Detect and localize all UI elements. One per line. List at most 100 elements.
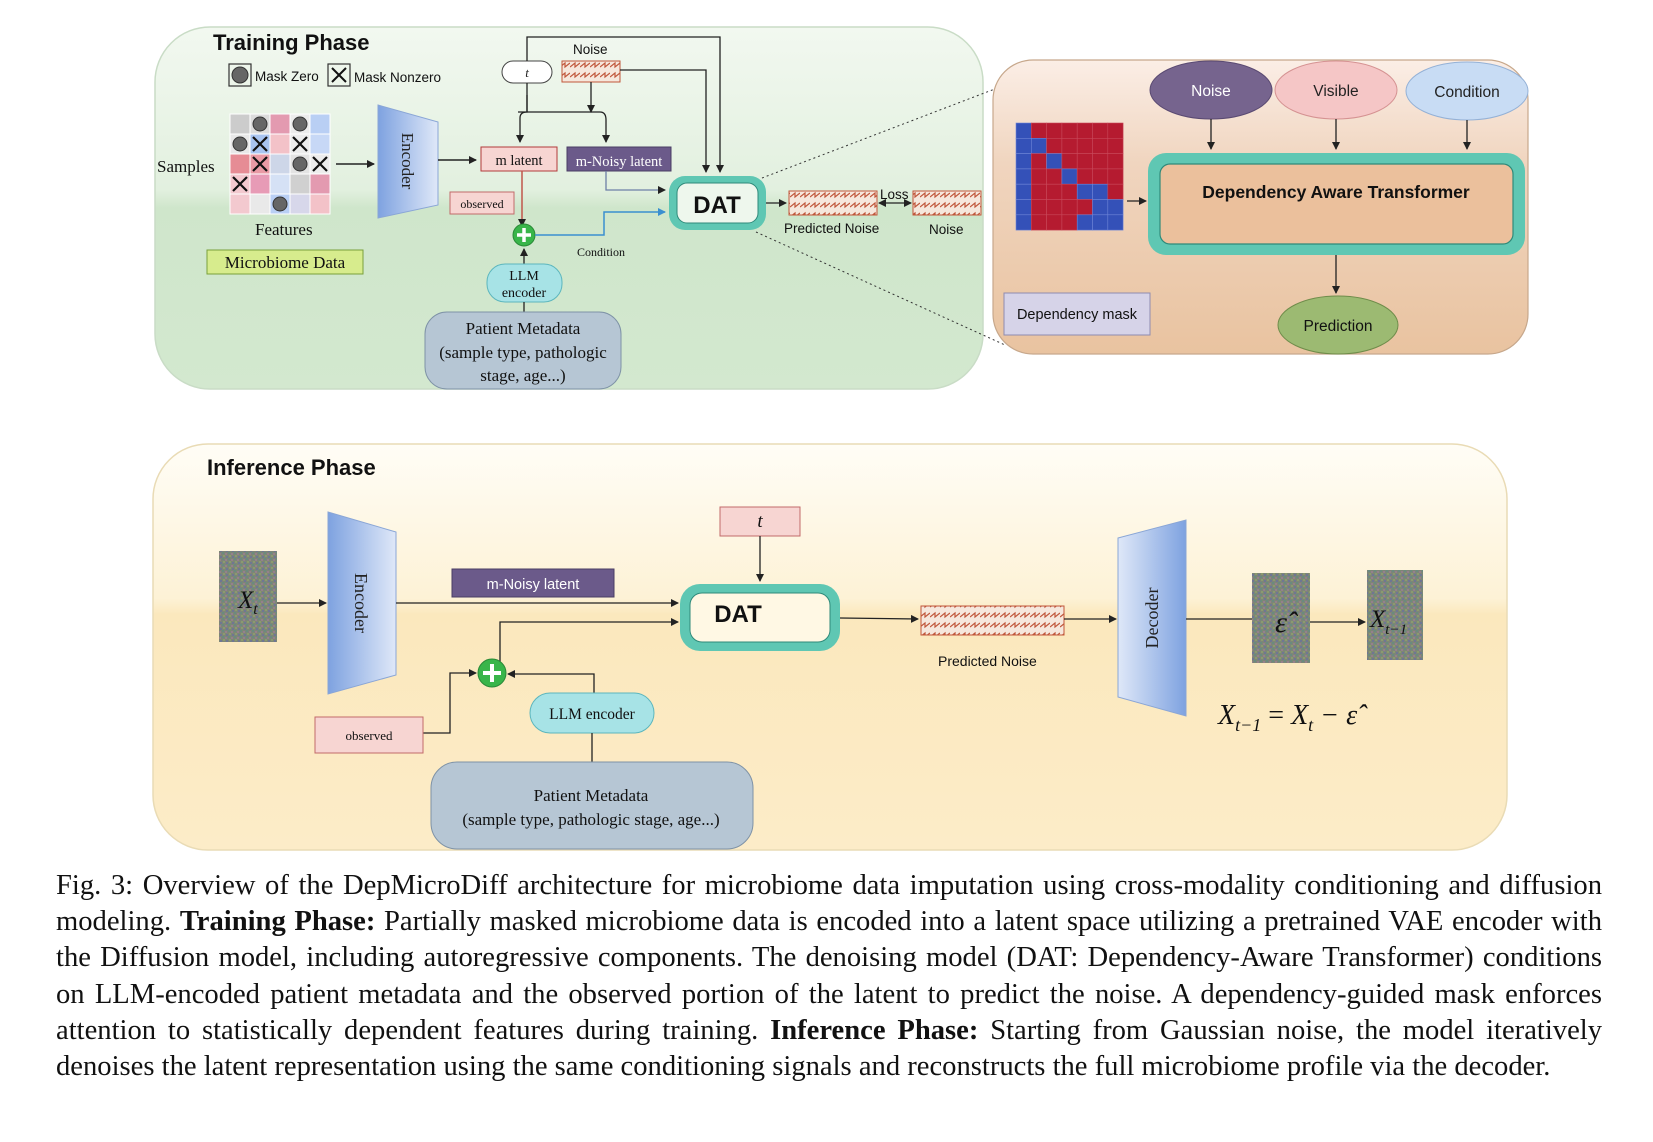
caption-training-bold: Training Phase: (179, 906, 376, 938)
xt-noise-image (219, 551, 277, 642)
mask-matrix-cell (1031, 122, 1047, 139)
inference-predicted-noise-patch (920, 605, 1065, 636)
training-metadata-line3: stage, age...) (480, 366, 565, 385)
training-llm-line1: LLM (509, 269, 539, 284)
mask-nonzero-icon (252, 156, 268, 172)
grid-cell (309, 133, 331, 155)
mask-matrix-cell (1107, 138, 1124, 154)
grid-cell (309, 113, 331, 135)
mask-matrix-cell (1061, 138, 1078, 154)
mask-matrix-cell (1015, 138, 1032, 154)
legend-mask-zero: Mask Zero (255, 69, 319, 84)
grid-cell (289, 173, 311, 195)
training-condition-label: Condition (577, 245, 625, 259)
mask-matrix-cell (1061, 153, 1078, 170)
mask-matrix-cell (1092, 183, 1109, 200)
mask-nonzero-icon (312, 156, 328, 172)
mask-matrix-cell (1031, 199, 1047, 216)
mask-matrix-cell (1061, 168, 1078, 185)
inference-title: Inference Phase (207, 455, 376, 480)
prediction-node (1277, 295, 1399, 355)
mask-matrix-cell (1107, 183, 1124, 200)
mask-matrix-cell (1061, 183, 1078, 200)
xt1-label: Xt−1 (1369, 606, 1407, 638)
noise-top-label: Noise (573, 42, 608, 57)
mask-zero-icon (292, 156, 308, 172)
timestep-label: t (525, 65, 529, 80)
transformer-label: Dependency Aware Transformer (1202, 182, 1470, 202)
sample-feature-grid (229, 113, 331, 215)
grid-cell (229, 113, 251, 135)
training-panel: Training Phase Mask Zero Mask Nonzero Sa… (154, 26, 1006, 390)
grid-cell (249, 193, 271, 215)
m-latent-label: m latent (495, 153, 542, 169)
mask-matrix-cell (1092, 199, 1109, 216)
mask-matrix-cell (1031, 183, 1047, 200)
grid-cell (249, 173, 271, 195)
mask-matrix-cell (1031, 153, 1047, 170)
mask-matrix-cell (1031, 214, 1047, 231)
mask-nonzero-icon (331, 67, 347, 83)
mask-matrix-cell (1076, 183, 1093, 200)
training-noise-label: Noise (929, 222, 964, 237)
grid-cell (269, 113, 291, 135)
xt-label: Xt (237, 587, 258, 618)
mask-matrix-cell (1046, 153, 1063, 170)
architecture-figure: Training Phase Mask Zero Mask Nonzero Sa… (152, 26, 1529, 851)
mask-matrix-cell (1092, 168, 1109, 185)
decoder-label: Decoder (1142, 588, 1162, 649)
mask-matrix-cell (1015, 199, 1032, 216)
inference-encoder-label: Encoder (351, 573, 371, 633)
mask-matrix-cell (1015, 168, 1032, 185)
inference-metadata-line1: Patient Metadata (534, 786, 649, 805)
inference-m-noisy-latent-label: m-Noisy latent (487, 577, 580, 593)
mask-matrix-cell (1092, 214, 1109, 231)
inference-t-label: t (757, 511, 763, 532)
mask-matrix-cell (1076, 138, 1093, 154)
dependency-mask-label: Dependency mask (1017, 307, 1138, 323)
mask-matrix-cell (1046, 183, 1063, 200)
mask-zero-icon (272, 196, 288, 212)
microbiome-data-box (206, 249, 364, 275)
training-metadata-box (424, 311, 622, 390)
prediction-label: Prediction (1304, 318, 1373, 335)
grid-cell (269, 173, 291, 195)
caption-inference-bold: Inference Phase: (770, 1014, 979, 1046)
mask-matrix-cell (1061, 214, 1078, 231)
mask-matrix-cell (1046, 199, 1063, 216)
mask-matrix-cell (1092, 153, 1109, 170)
caption-training-text: Partially masked microbiome data is enco… (56, 906, 1602, 1046)
mask-nonzero-icon (232, 176, 248, 192)
dat-detail-panel: Noise Visible Condition Dependency Aware… (992, 59, 1529, 355)
legend-box-zero (228, 63, 252, 87)
samples-label: Samples (157, 157, 215, 176)
inference-dat-label: DAT (714, 601, 762, 628)
mask-matrix-cell (1015, 183, 1032, 200)
training-llm-line2: encoder (502, 286, 547, 301)
mask-matrix-cell (1046, 138, 1063, 154)
grid-cell (309, 193, 331, 215)
mask-matrix-cell (1031, 138, 1047, 154)
inference-panel: Inference Phase Xt Encoder m-Noisy laten… (152, 443, 1508, 851)
grid-cell (289, 193, 311, 215)
m-latent-box (480, 146, 558, 172)
dependency-mask-box (1003, 292, 1151, 336)
loss-label: Loss (880, 187, 909, 202)
eps-hat-image (1252, 573, 1310, 663)
inference-metadata-box (430, 761, 754, 850)
mask-matrix-cell (1046, 122, 1063, 139)
mask-zero-icon (252, 116, 268, 132)
mask-matrix-cell (1076, 153, 1093, 170)
training-predicted-noise-patch (788, 190, 878, 216)
mask-matrix-cell (1015, 122, 1032, 139)
mask-matrix-cell (1061, 122, 1078, 139)
grid-cell (269, 153, 291, 175)
mask-nonzero-icon (292, 136, 308, 152)
mask-matrix-cell (1015, 214, 1032, 231)
mask-matrix-cell (1092, 122, 1109, 139)
mask-matrix-cell (1092, 138, 1109, 154)
grid-cell (229, 193, 251, 215)
mask-matrix-cell (1107, 199, 1124, 216)
mask-matrix-cell (1107, 214, 1124, 231)
legend-box-nonzero (327, 63, 351, 87)
